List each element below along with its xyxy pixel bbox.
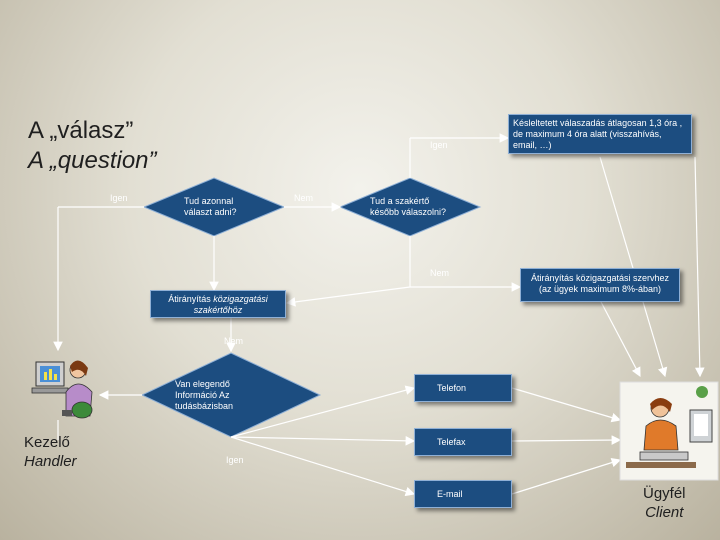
telefax-box: Telefax <box>414 428 512 456</box>
arrow-admin-client <box>600 300 640 376</box>
client-label: Ügyfél Client <box>643 484 686 522</box>
arrow-to-email <box>231 437 414 494</box>
client-label-hu: Ügyfél <box>643 484 686 503</box>
redirect-expert-box: Átirányítás közigazgatási szakértőhöz <box>150 290 286 318</box>
arrow-telefon-client <box>512 388 620 420</box>
label-igen-top: Igen <box>430 140 448 150</box>
label-nem-lower: Nem <box>224 336 243 346</box>
arrow-delayed-client <box>695 157 700 376</box>
handler-label: Kezelő Handler <box>24 433 77 471</box>
diamond-answer-now-label: Tud azonnal választ adni? <box>184 196 256 218</box>
email-box: E-mail <box>414 480 512 508</box>
delayed-answer-box: Késleltetett válaszadás átlagosan 1,3 ór… <box>508 114 692 154</box>
label-igen-left: Igen <box>110 193 128 203</box>
label-nem-top: Nem <box>294 193 313 203</box>
arrow-delayed-client-2 <box>600 157 665 376</box>
arrow-to-expert-box <box>287 287 410 303</box>
arrow-to-telefax <box>231 437 414 441</box>
diamond-expert-later-label: Tud a szakértő később válaszolni? <box>370 196 452 218</box>
arrow-email-client <box>512 460 620 494</box>
client-figure <box>620 382 718 480</box>
label-nem-mid: Nem <box>430 268 449 278</box>
handler-label-hu: Kezelő <box>24 433 77 452</box>
handler-label-en: Handler <box>24 452 77 471</box>
diamond-enough-info-label: Van elegendő Információ Az tudásbázisban <box>175 379 265 412</box>
client-label-en: Client <box>643 503 686 522</box>
redirect-admin-box: Átirányítás közigazgatási szervhez (az ü… <box>520 268 680 302</box>
handler-figure <box>32 360 92 418</box>
label-igen-bottom: Igen <box>226 455 244 465</box>
arrow-telefax-client <box>512 440 620 441</box>
redirect-expert-prefix: Átirányítás <box>168 294 213 304</box>
telefon-box: Telefon <box>414 374 512 402</box>
